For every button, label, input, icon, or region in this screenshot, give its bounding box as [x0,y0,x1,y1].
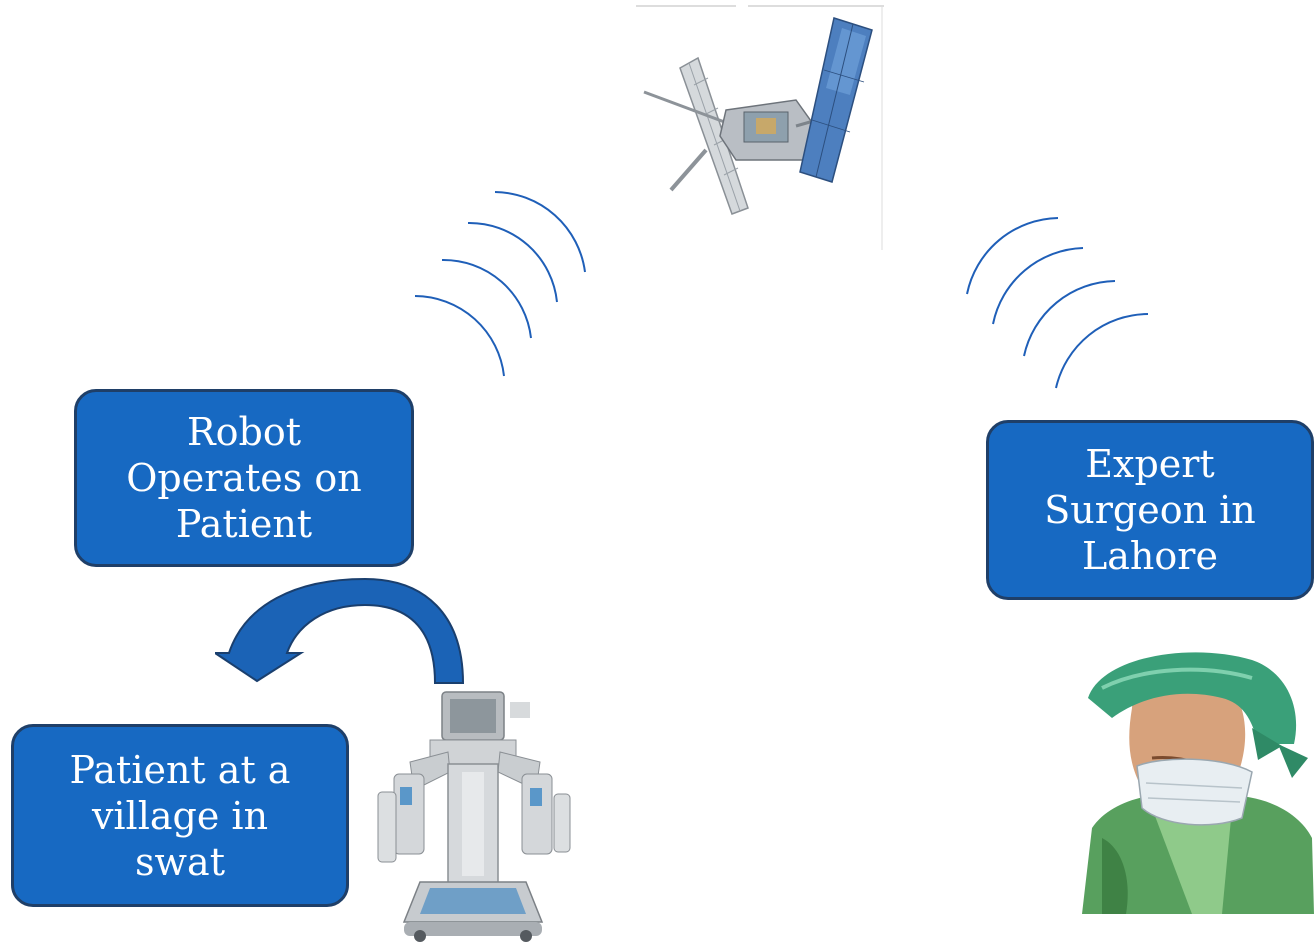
callout-line: swat [135,839,225,884]
callout-line: Operates on [126,456,362,500]
callout-line: Surgeon in [1044,488,1256,532]
satellite-icon [636,5,884,250]
callout-line: Robot [187,410,301,454]
expert-surgeon-callout: Expert Surgeon in Lahore [986,420,1314,600]
callout-line: village in [91,793,269,838]
callout-line: Expert [1085,442,1215,486]
robot-operates-callout: Robot Operates on Patient [74,389,414,567]
callout-line: Patient at a [69,747,291,792]
surgeon-icon [1082,652,1314,914]
callout-line: Patient [175,502,313,546]
curved-arrow-icon [215,577,465,684]
callout-line: Lahore [1082,534,1218,578]
surgical-robot-icon [377,691,571,942]
signal-waves-right-icon [966,217,1149,389]
signal-waves-left-icon [414,191,586,377]
patient-village-callout: Patient at a village in swat [11,724,349,907]
